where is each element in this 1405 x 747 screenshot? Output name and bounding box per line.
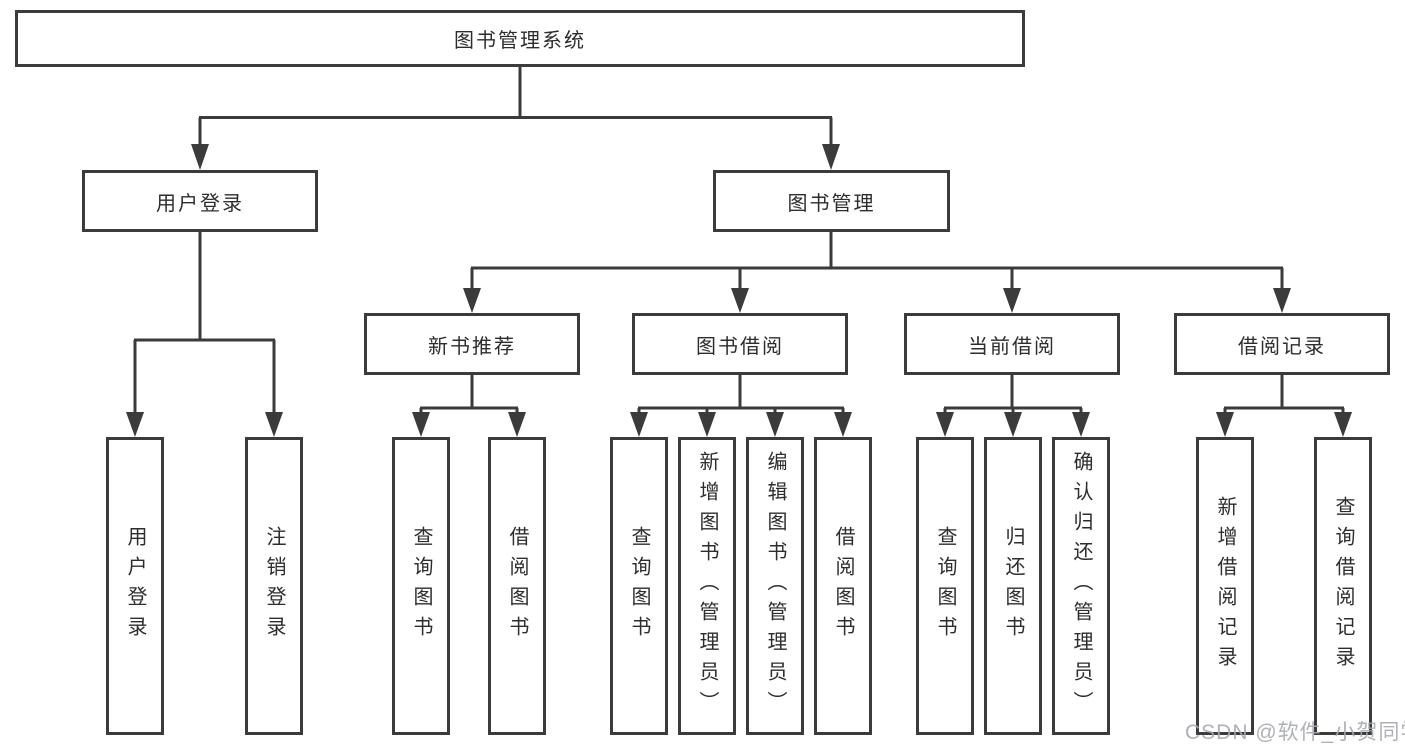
node-label: 注销登录: [263, 526, 285, 646]
leaf-edit-books-admin: 编辑图书（管理员）: [746, 437, 804, 735]
node-book-borrowing: 图书借阅: [632, 313, 848, 375]
node-label: 查询图书: [934, 526, 956, 646]
node-label: 新增借阅记录: [1214, 496, 1236, 676]
node-label: 当前借阅: [968, 335, 1056, 358]
leaf-confirm-return-admin: 确认归还（管理员）: [1052, 437, 1110, 735]
node-label: 编辑图书（管理员）: [764, 451, 786, 721]
leaf-borrow-books-recommend: 借阅图书: [488, 437, 546, 735]
node-label: 借阅记录: [1238, 335, 1326, 358]
leaf-query-borrow-record: 查询借阅记录: [1314, 437, 1372, 735]
node-label: 图书管理: [787, 192, 876, 215]
node-label: 用户登录: [156, 192, 244, 215]
node-label: 用户登录: [124, 526, 146, 646]
node-label: 查询图书: [628, 526, 650, 646]
node-label: 借阅图书: [832, 526, 854, 646]
node-book-management: 图书管理: [713, 170, 950, 232]
node-label: 借阅图书: [506, 526, 528, 646]
node-label: 图书借阅: [696, 335, 784, 358]
leaf-query-books-borrowing: 查询图书: [610, 437, 668, 735]
leaf-logout: 注销登录: [245, 437, 303, 735]
node-label: 新书推荐: [428, 335, 516, 358]
leaf-borrow-books-borrowing: 借阅图书: [814, 437, 872, 735]
node-label: 查询借阅记录: [1332, 496, 1354, 676]
node-label: 新增图书（管理员）: [696, 451, 718, 721]
leaf-add-books-admin: 新增图书（管理员）: [678, 437, 736, 735]
node-label: 确认归还（管理员）: [1070, 451, 1092, 721]
node-user-login: 用户登录: [82, 170, 318, 232]
leaf-add-borrow-record: 新增借阅记录: [1196, 437, 1254, 735]
watermark-text: CSDN @软件_小贺同学: [1185, 721, 1405, 744]
leaf-query-books-recommend: 查询图书: [392, 437, 450, 735]
leaf-return-books: 归还图书: [984, 437, 1042, 735]
node-borrowing-records: 借阅记录: [1174, 313, 1390, 375]
leaf-query-books-current: 查询图书: [916, 437, 974, 735]
node-new-book-recommendation: 新书推荐: [364, 313, 580, 375]
node-current-borrowing: 当前借阅: [904, 313, 1120, 375]
node-library-management-system: 图书管理系统: [15, 10, 1025, 67]
node-label: 查询图书: [410, 526, 432, 646]
node-label: 归还图书: [1002, 526, 1024, 646]
node-label: 图书管理系统: [454, 30, 586, 52]
leaf-user-login: 用户登录: [106, 437, 164, 735]
